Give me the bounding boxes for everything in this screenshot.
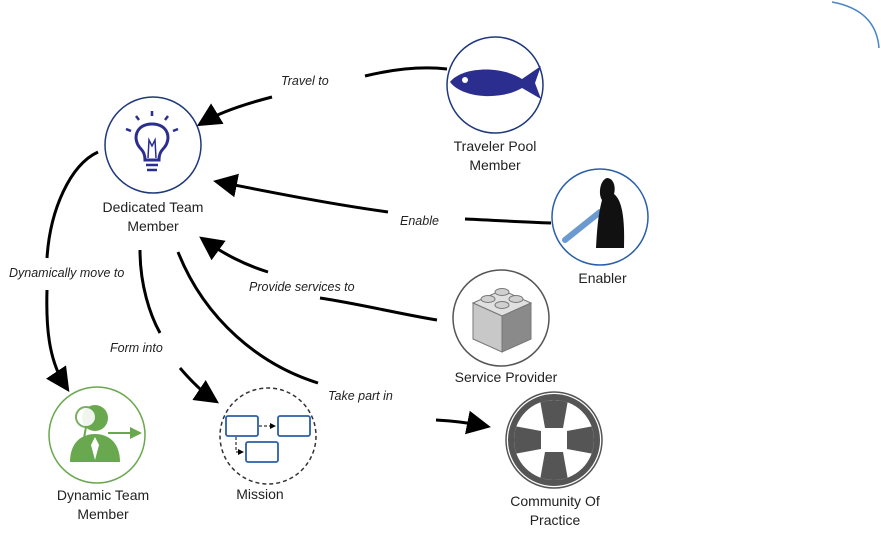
node-traveler-pool-member — [446, 36, 544, 134]
edge-provide-services — [204, 240, 438, 322]
corner-arc — [831, 1, 880, 49]
fish-icon — [450, 66, 541, 99]
node-dynamic-team-member — [48, 386, 146, 484]
lightsaber-figure-icon — [562, 178, 625, 248]
lightbulb-icon — [125, 111, 179, 172]
label-line: Dedicated Team — [102, 199, 204, 215]
edge-dynamically-move — [47, 150, 99, 387]
node-dedicated-team-member — [104, 96, 202, 194]
edge-label-dynamically-move-to: Dynamically move to — [9, 266, 125, 280]
edge-take-part-in — [176, 251, 485, 426]
label-line: Enabler — [578, 270, 627, 286]
label-line: Community Of — [510, 493, 600, 509]
label-line: Dynamic Team — [56, 487, 150, 503]
edge-label-travel-to: Travel to — [281, 74, 329, 88]
node-mission — [219, 387, 317, 485]
edge-form-into — [138, 249, 214, 400]
label-enabler: Enabler — [545, 269, 660, 288]
label-community-of-practice: Community Of Practice — [480, 492, 630, 530]
label-line: Service Provider — [454, 369, 558, 385]
lego-brick-icon — [471, 288, 533, 353]
edge-enable — [219, 182, 552, 225]
edge-travel-to — [202, 66, 448, 123]
label-line: Practice — [529, 512, 581, 528]
edge-label-provide-services-to: Provide services to — [249, 280, 355, 294]
node-enabler — [551, 168, 649, 266]
community-circle-icon — [514, 400, 594, 480]
label-line: Mission — [236, 486, 284, 502]
edge-label-form-into: Form into — [110, 341, 163, 355]
edge-label-enable: Enable — [400, 214, 439, 228]
label-dynamic-team-member: Dynamic Team Member — [28, 486, 178, 524]
label-line: Member — [127, 218, 179, 234]
label-service-provider: Service Provider — [431, 368, 581, 387]
node-service-provider — [452, 269, 550, 367]
person-tie-icon — [70, 405, 142, 462]
node-community-of-practice — [505, 391, 603, 489]
label-traveler-pool-member: Traveler Pool Member — [420, 137, 570, 175]
flow-boxes-icon — [225, 415, 311, 463]
label-dedicated-team-member: Dedicated Team Member — [78, 198, 228, 236]
edge-label-take-part-in: Take part in — [328, 389, 393, 403]
label-line: Member — [469, 157, 521, 173]
label-line: Member — [77, 506, 129, 522]
label-line: Traveler Pool — [453, 138, 537, 154]
label-mission: Mission — [205, 485, 315, 504]
